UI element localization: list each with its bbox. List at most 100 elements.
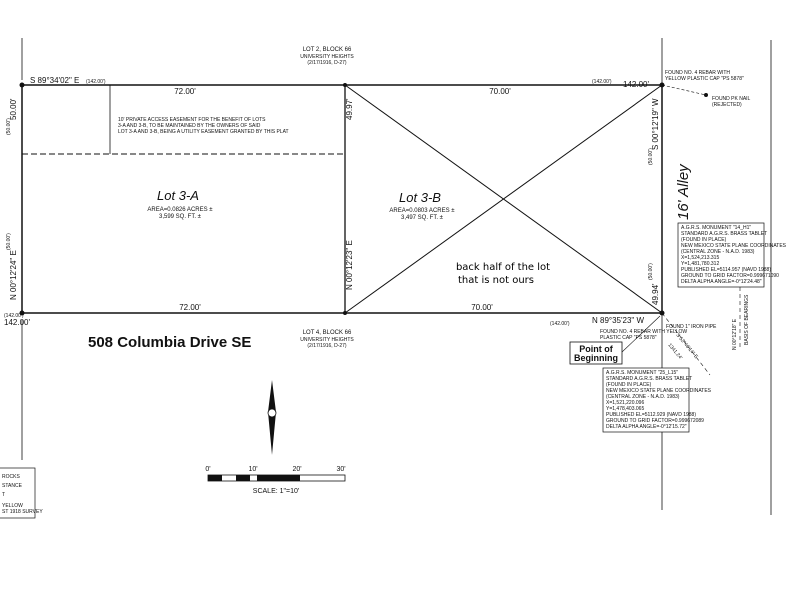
lot-3a-area: AREA=0.0826 ACRES ± xyxy=(147,207,213,213)
top-record: (2/17/1916, D-27) xyxy=(307,60,347,66)
tie-line xyxy=(661,312,711,376)
legend-line-3: YELLOW xyxy=(2,503,23,509)
legend-line-2: T xyxy=(2,492,5,498)
north-rec-b: (142.00') xyxy=(592,79,612,85)
south-dim-a: 72.00' xyxy=(179,303,201,312)
monument-bottom-4: (CENTRAL ZONE - N.A.D. 1983) xyxy=(606,394,680,400)
scale-tick-30: 30' xyxy=(336,466,345,473)
found-rebar-ne-1: FOUND NO. 4 REBAR WITH xyxy=(665,70,730,76)
annotation-line-2: that is not ours xyxy=(458,275,534,286)
basis-label: BASIS OF BEARINGS xyxy=(744,294,750,345)
east-rec-2: (50.00') xyxy=(648,263,654,280)
scale-label: SCALE: 1"=10' xyxy=(253,488,299,495)
corner-mid-bottom xyxy=(343,311,347,315)
monument-top-8: GROUND TO GRID FACTOR=0.999671090 xyxy=(681,273,779,279)
north-rec: (142.00') xyxy=(86,79,106,85)
west-dim: 50.00' xyxy=(9,98,18,120)
scale-tick-10: 10' xyxy=(248,466,257,473)
legend-line-4: ST 1918 SURVEY xyxy=(2,509,43,515)
monument-bottom-7: PUBLISHED EL=5112.929 (NAVD 1988) xyxy=(606,412,696,418)
tie-line-dist: 1341.24' xyxy=(666,342,683,360)
monument-top-0: A.G.R.S. MONUMENT "14_H1" xyxy=(681,225,751,231)
monument-bottom-0: A.G.R.S. MONUMENT "25_L15" xyxy=(606,370,678,376)
monument-top-lines: A.G.R.S. MONUMENT "14_H1" STANDARD A.G.R… xyxy=(681,225,787,285)
legend-line-1: STANCE xyxy=(2,483,23,489)
basis-bearing: N 00°12'18" E xyxy=(732,318,738,350)
monument-top-2: (FOUND IN PLACE) xyxy=(681,237,727,243)
parcel-boundary xyxy=(21,84,663,314)
lot-3b-name: Lot 3-B xyxy=(399,190,441,205)
monument-top-box xyxy=(677,222,765,288)
corner-sw xyxy=(19,310,25,316)
south-rec: (142.00') xyxy=(550,321,570,327)
monument-bottom-2: (FOUND IN PLACE) xyxy=(606,382,652,388)
north-arrow-icon xyxy=(267,380,277,455)
lot-3b-sqft: 3,497 SQ. FT. ± xyxy=(401,215,444,221)
lot-3a-sqft: 3,599 SQ. FT. ± xyxy=(159,214,202,220)
monument-bottom-8: GROUND TO GRID FACTOR=0.999672089 xyxy=(606,418,704,424)
north-bearing: S 89°34'02" E xyxy=(30,76,79,85)
top-lot-label: LOT 2, BLOCK 66 xyxy=(303,47,352,53)
monument-top-6: Y=1,481,780.312 xyxy=(681,261,719,267)
easement-note-1: 10' PRIVATE ACCESS EASEMENT FOR THE BENE… xyxy=(118,117,266,123)
corner-mid-top xyxy=(343,83,347,87)
monument-bottom-6: Y=1,478,403.065 xyxy=(606,406,644,412)
found-rebar-sw-1: FOUND NO. 4 REBAR WITH YELLOW xyxy=(600,329,687,335)
mid-bearing: N 00°12'23" E xyxy=(345,240,354,290)
legend-box xyxy=(0,467,36,519)
pob-leader xyxy=(621,315,661,353)
east-dim: 49.94' xyxy=(651,283,660,305)
monument-top-9: DELTA ALPHA ANGLE=-0°12'24.48" xyxy=(681,279,762,285)
found-nail-2: (REJECTED) xyxy=(712,102,742,108)
west-rec: (50.00') xyxy=(6,118,12,135)
south-bearing: N 89°35'23" W xyxy=(592,316,644,325)
monument-top-4: (CENTRAL ZONE - N.A.D. 1983) xyxy=(681,249,755,255)
easement-note-2: 3-A AND 3-B, TO BE MAINTAINED BY THE OWN… xyxy=(118,123,261,129)
monument-bottom-box xyxy=(602,367,690,433)
lot-3a-name: Lot 3-A xyxy=(157,188,199,203)
east-bearing: S 00°12'19" W xyxy=(651,98,660,150)
north-dim-a: 72.00' xyxy=(174,87,196,96)
property-address: 508 Columbia Drive SE xyxy=(88,334,251,351)
monument-bottom-lines: A.G.R.S. MONUMENT "25_L15" STANDARD A.G.… xyxy=(606,370,712,430)
monument-top-5: X=1,524,213.315 xyxy=(681,255,719,261)
corner-nw xyxy=(19,82,25,88)
monument-bottom-3: NEW MEXICO STATE PLANE COORDINATES xyxy=(606,388,712,394)
monument-top-1: STANDARD A.G.R.S. BRASS TABLET xyxy=(681,231,767,237)
monument-bottom-5: X=1,521,220.096 xyxy=(606,400,644,406)
found-pipe: FOUND 1" IRON PIPE xyxy=(666,324,717,330)
bottom-lot-label: LOT 4, BLOCK 66 xyxy=(303,330,352,336)
found-nail-1: FOUND PK NAIL xyxy=(712,96,751,102)
monument-bottom-1: STANDARD A.G.R.S. BRASS TABLET xyxy=(606,376,692,382)
scale-tick-20: 20' xyxy=(292,466,301,473)
mid-dim: 49.97' xyxy=(345,98,354,120)
nail-leader xyxy=(661,84,707,96)
pob-line-2: Beginning xyxy=(574,353,618,363)
south-total: 142.00' xyxy=(4,318,30,327)
top-subdivision: UNIVERSITY HEIGHTS xyxy=(300,54,354,60)
west-rec-2: (50.00') xyxy=(6,233,12,250)
east-rec: (50.00') xyxy=(648,148,654,165)
monument-bottom-9: DELTA ALPHA ANGLE=-0°12'15.72" xyxy=(606,424,687,430)
south-dim-b: 70.00' xyxy=(471,303,493,312)
found-rebar-ne-2: YELLOW PLASTIC CAP "PS 5878" xyxy=(665,76,744,82)
monument-top-3: NEW MEXICO STATE PLANE COORDINATES xyxy=(681,243,787,249)
lot-3b-area: AREA=0.0803 ACRES ± xyxy=(389,208,455,214)
pob-line-1: Point of xyxy=(579,344,613,354)
south-total-rec: (142.00') xyxy=(4,313,24,319)
pob-box xyxy=(569,341,623,365)
north-total: 142.00' xyxy=(623,80,649,89)
cross-line-2 xyxy=(344,84,663,314)
annotation-line-1: back half of the lot xyxy=(456,262,550,273)
north-dim-b: 70.00' xyxy=(489,87,511,96)
scale-tick-0: 0' xyxy=(205,466,210,473)
found-rebar-sw-2: PLASTIC CAP "PS 5878" xyxy=(600,335,657,341)
west-bearing: N 00°12'24" E xyxy=(9,250,18,300)
bottom-record: (2/17/1916, D-27) xyxy=(307,343,347,349)
bottom-subdivision: UNIVERSITY HEIGHTS xyxy=(300,337,354,343)
legend-line-0: ROCKS xyxy=(2,474,20,480)
monument-top-7: PUBLISHED EL=5114.957 (NAVD 1988) xyxy=(681,267,771,273)
alley-label: 16' Alley xyxy=(675,163,692,220)
scale-bar xyxy=(207,474,346,482)
